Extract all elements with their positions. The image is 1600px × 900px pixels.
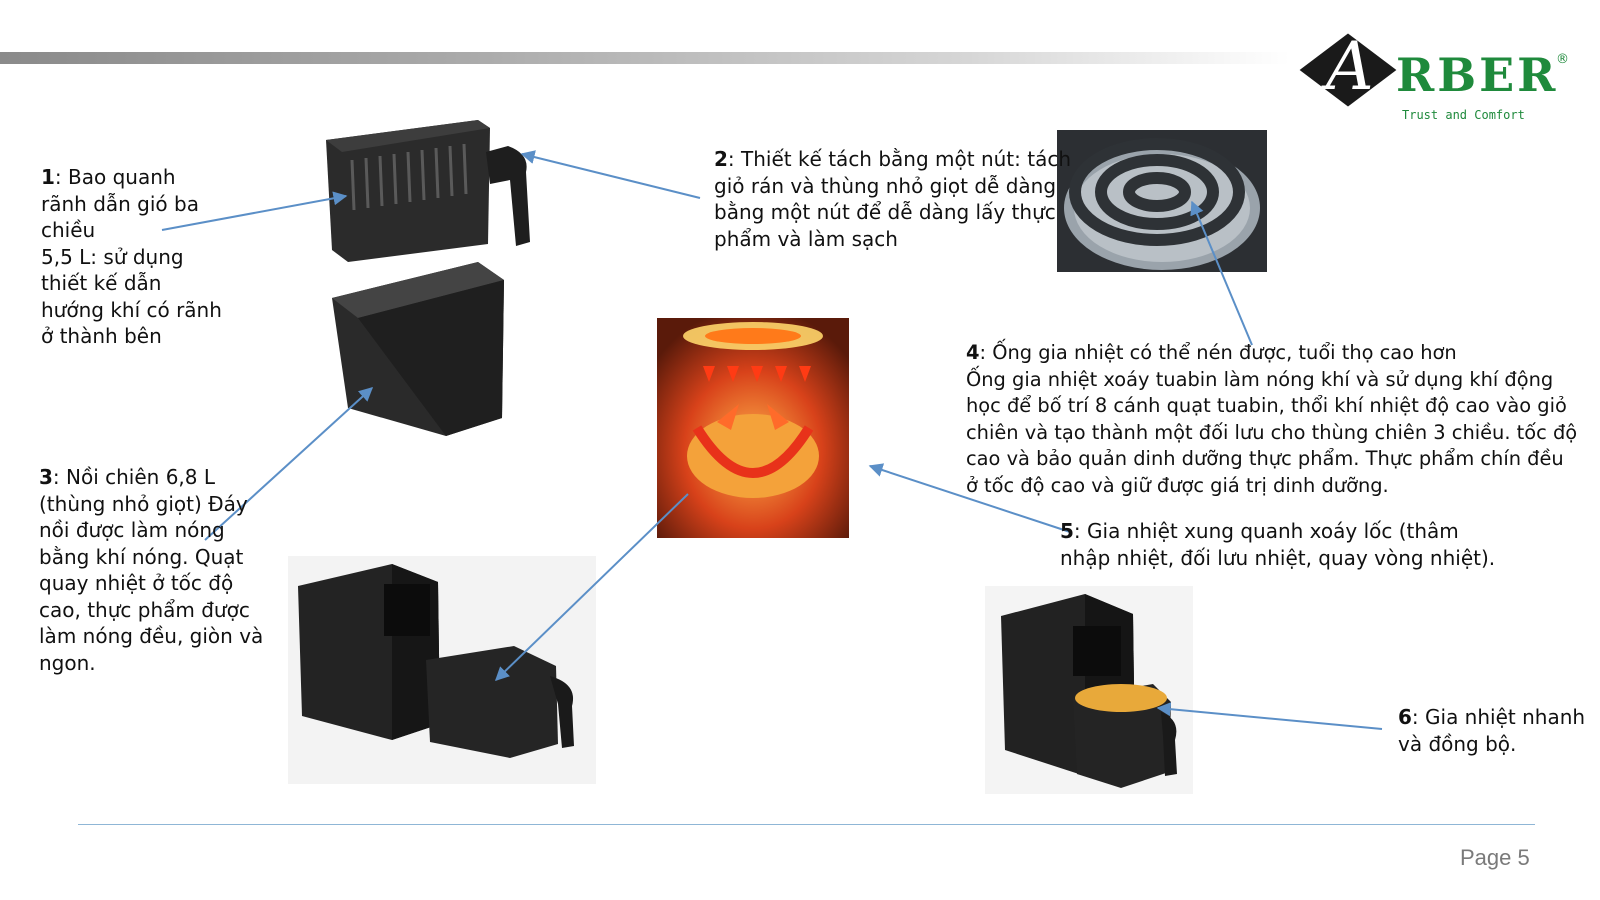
callout-6-number: 6	[1398, 705, 1412, 729]
page-number: Page 5	[1460, 845, 1530, 870]
callout-1-line-1: rãnh dẫn gió ba	[41, 191, 199, 216]
callout-6-line-1: và đồng bộ.	[1398, 731, 1517, 756]
logo-registered-mark: ®	[1556, 52, 1569, 67]
callout-1-line-3: 5,5 L: sử dụng	[41, 244, 184, 269]
callout-5-line-1: nhập nhiệt, đối lưu nhiệt, quay vòng nhi…	[1060, 545, 1496, 570]
callout-1: 1: Bao quanh rãnh dẫn gió ba chiều 5,5 L…	[41, 164, 222, 350]
callout-2: 2: Thiết kế tách bằng một nút: tách giỏ …	[714, 146, 1071, 252]
callout-1-line-2: chiều	[41, 218, 96, 242]
callout-2-line-3: phẩm và làm sạch	[714, 226, 898, 251]
callout-5-number: 5	[1060, 519, 1074, 543]
logo-wordmark: RBER	[1396, 48, 1559, 102]
callout-1-line-0: 1: Bao quanh	[41, 165, 176, 189]
callout-4-line-2: học để bố trí 8 cánh quạt tuabin, thổi k…	[966, 394, 1567, 417]
callout-3: 3: Nồi chiên 6,8 L (thùng nhỏ giọt) Đáy …	[39, 464, 263, 676]
callout-3-number: 3	[39, 465, 53, 489]
logo-tagline: Trust and Comfort	[1402, 108, 1525, 122]
callout-3-line-1: (thùng nhỏ giọt) Đáy	[39, 491, 248, 516]
callout-3-line-0: 3: Nồi chiên 6,8 L	[39, 465, 216, 489]
callout-4-line-4: cao và bảo quản dinh dưỡng thực phẩm. Th…	[966, 447, 1564, 470]
callout-3-line-3: bằng khí nóng. Quạt	[39, 544, 244, 569]
callout-4: 4: Ống gia nhiệt có thể nén được, tuổi t…	[966, 340, 1577, 499]
heating-coil-image	[1057, 130, 1267, 272]
callout-2-line-1: giỏ rán và thùng nhỏ giọt dễ dàng	[714, 173, 1057, 198]
callout-4-line-3: chiên và tạo thành một đối lưu cho thùng…	[966, 420, 1578, 444]
footer-divider	[78, 824, 1535, 825]
callout-1-number: 1	[41, 165, 55, 189]
callout-3-line-6: làm nóng đều, giòn và	[39, 624, 264, 648]
callout-2-number: 2	[714, 147, 728, 171]
fryer-drawer-image	[332, 262, 504, 436]
air-fryer-open-image	[288, 556, 596, 784]
convection-chamber-image	[657, 318, 849, 538]
callout-4-number: 4	[966, 341, 980, 364]
callout-4-line-5: ở tốc độ cao và giữ được giá trị dinh dư…	[966, 473, 1389, 497]
callout-1-line-4: thiết kế dẫn	[41, 271, 162, 295]
callout-3-line-4: quay nhiệt ở tốc độ	[39, 571, 234, 595]
callout-6-line-0: 6: Gia nhiệt nhanh	[1398, 705, 1586, 729]
air-fryer-fries-image	[985, 586, 1193, 794]
callout-4-line-1: Ống gia nhiệt xoáy tuabin làm nóng khí v…	[966, 367, 1554, 391]
callout-6: 6: Gia nhiệt nhanh và đồng bộ.	[1398, 704, 1585, 757]
callout-2-line-2: bằng một nút để dễ dàng lấy thực	[714, 200, 1056, 224]
callout-4-line-0: 4: Ống gia nhiệt có thể nén được, tuổi t…	[966, 341, 1457, 364]
callout-5-line-0: 5: Gia nhiệt xung quanh xoáy lốc (thâm	[1060, 519, 1459, 543]
arrow-2	[520, 150, 701, 199]
callout-1-line-5: hướng khí có rãnh	[41, 297, 222, 322]
callout-3-line-2: nồi được làm nóng	[39, 518, 225, 542]
callout-3-line-7: ngon.	[39, 650, 96, 675]
callout-2-line-0: 2: Thiết kế tách bằng một nút: tách	[714, 147, 1071, 171]
top-gradient-bar	[0, 52, 1290, 64]
arber-logo: A RBER ® Trust and Comfort	[1299, 28, 1569, 127]
logo-letter-a: A	[1326, 28, 1374, 105]
callout-3-line-5: cao, thực phẩm được	[39, 597, 250, 622]
callout-5: 5: Gia nhiệt xung quanh xoáy lốc (thâm n…	[1060, 518, 1495, 571]
fryer-basket-image	[326, 120, 530, 262]
callout-1-line-6: ở thành bên	[41, 324, 162, 348]
